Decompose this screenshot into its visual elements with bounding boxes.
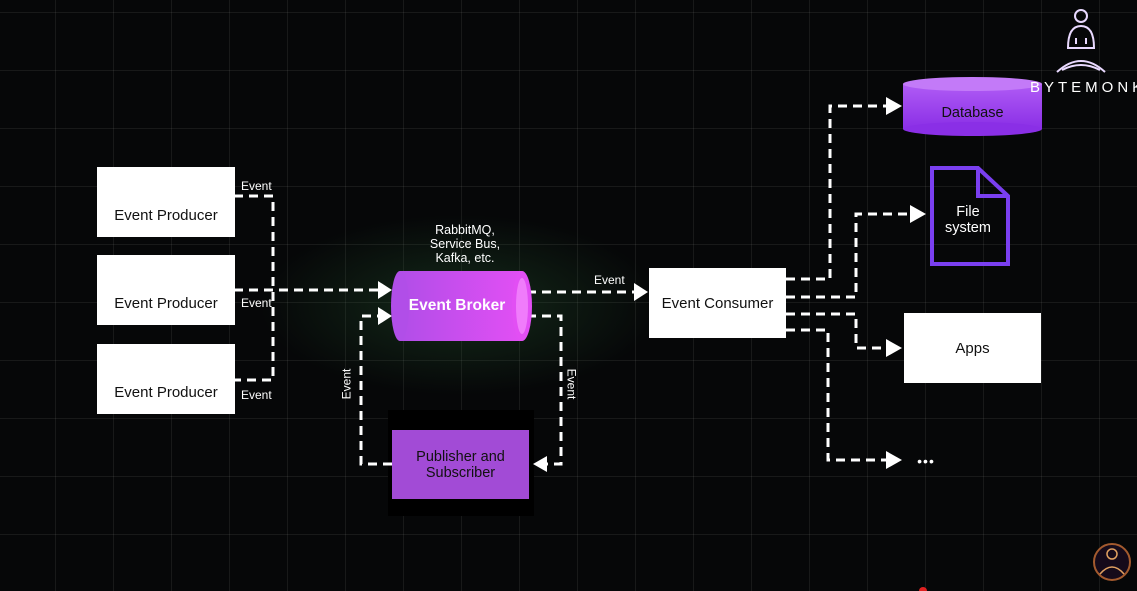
event-broker-shape: [391, 271, 532, 341]
pubsub-box: [392, 430, 529, 499]
database-label: Database: [941, 105, 1004, 121]
arrowhead: [886, 451, 902, 469]
event-producer-1: Event Producer: [97, 167, 235, 237]
database-shape: [903, 77, 1042, 136]
event-broker-label: Event Broker: [408, 297, 506, 314]
arrowhead: [533, 456, 547, 472]
avatar: [1093, 543, 1131, 581]
file-system-shape: [930, 166, 1010, 266]
event-producer-2: Event Producer: [97, 255, 235, 325]
apps-box: Apps: [904, 313, 1041, 383]
event-label-pubsub-up: Event: [339, 368, 354, 400]
arrowhead: [886, 97, 902, 115]
event-label-broker-consumer: Event: [594, 273, 625, 287]
arrowhead: [634, 283, 648, 301]
arrowhead: [886, 339, 902, 357]
bytemonk-logo-icon: [1056, 9, 1106, 73]
more-targets-ellipsis: •••: [917, 453, 935, 469]
broker-technologies-note: RabbitMQ, Service Bus, Kafka, etc.: [429, 223, 501, 265]
event-producer-3: Event Producer: [97, 344, 235, 414]
event-label-pubsub-down: Event: [564, 368, 579, 400]
event-label-producer-3: Event: [241, 388, 272, 402]
pubsub-label: Publisher and Subscriber: [416, 448, 505, 481]
arrowhead: [378, 307, 392, 325]
arrowhead: [378, 281, 392, 299]
event-consumer: Event Consumer: [649, 268, 786, 338]
arrowheads: [378, 97, 926, 472]
producer-connectors: [234, 104, 912, 466]
file-system-label: File system: [945, 204, 991, 236]
status-dot: [919, 587, 927, 591]
event-label-producer-1: Event: [241, 179, 272, 193]
event-label-producer-2: Event: [241, 296, 272, 310]
brand-name: BYTEMONK: [1030, 79, 1137, 96]
arrowhead: [910, 205, 926, 223]
